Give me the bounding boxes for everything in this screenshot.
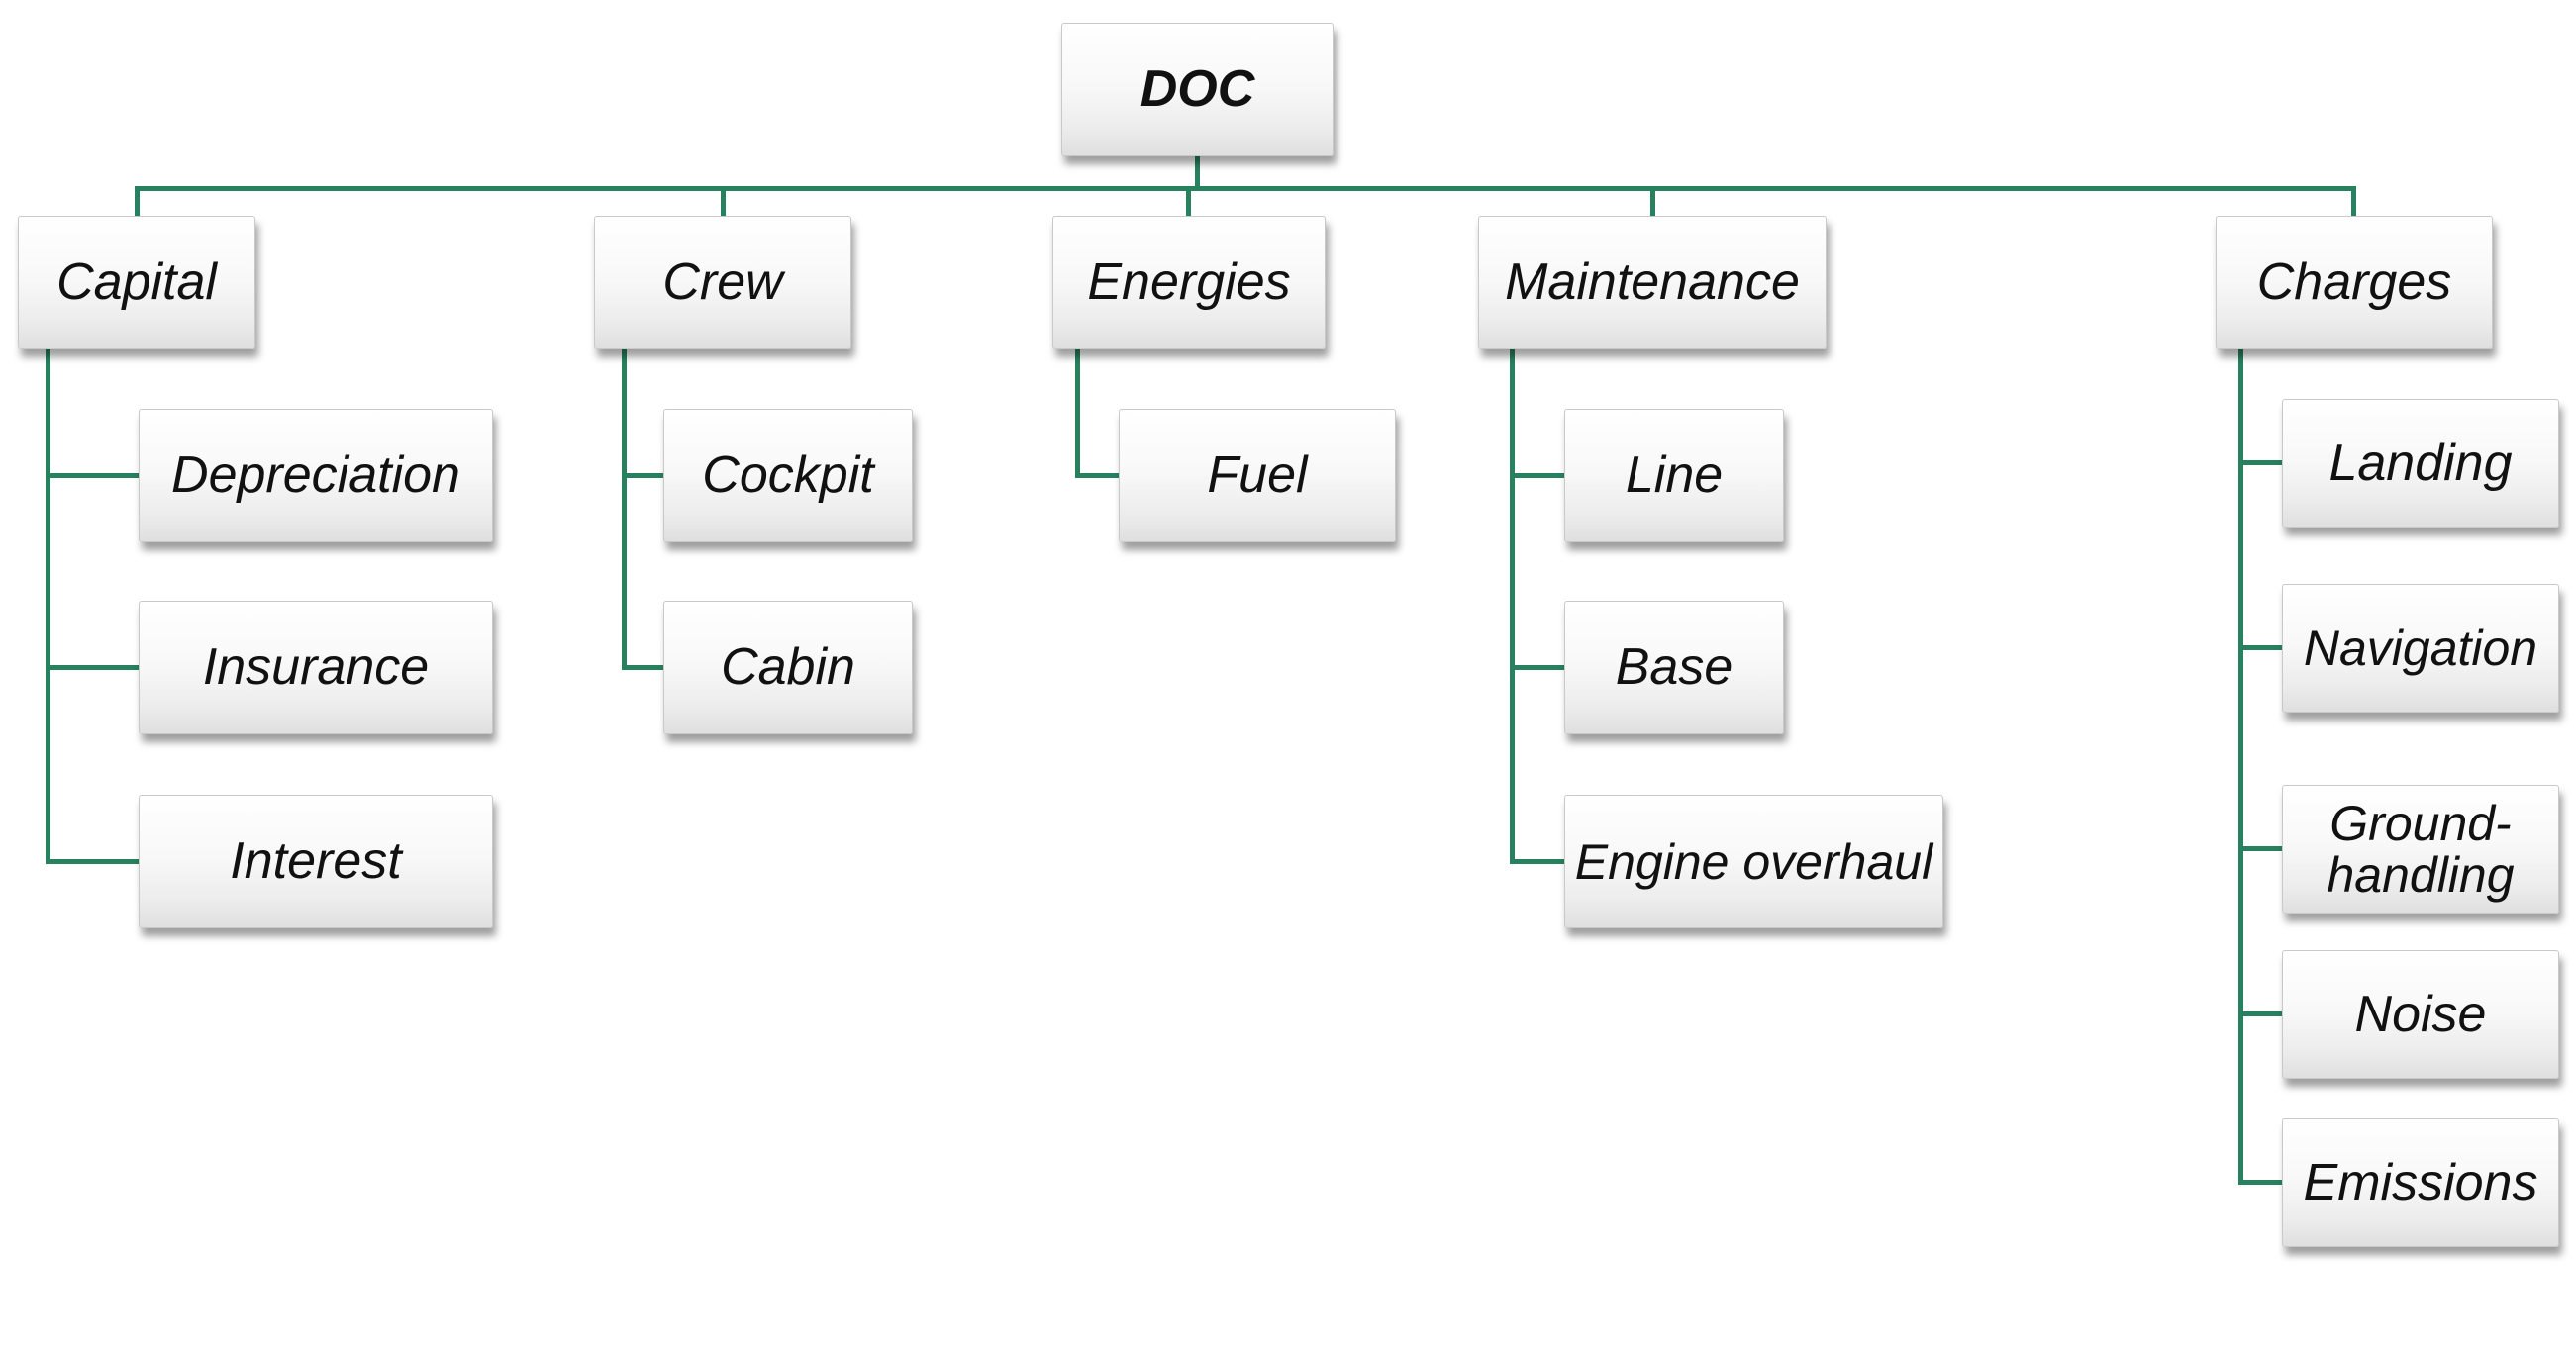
node-charges: Charges — [2216, 216, 2493, 349]
node-maintenance: Maintenance — [1478, 216, 1827, 349]
connector-elbow-cabin — [622, 665, 663, 670]
connector-crew-trunk — [622, 347, 627, 670]
node-navigation: Navigation — [2282, 584, 2559, 713]
connector-elbow-navigation — [2238, 645, 2282, 650]
node-crew: Crew — [594, 216, 851, 349]
node-capital: Capital — [18, 216, 255, 349]
node-insurance: Insurance — [139, 601, 493, 734]
node-fuel: Fuel — [1119, 409, 1396, 542]
node-depreciation: Depreciation — [139, 409, 493, 542]
connector-elbow-line — [1510, 473, 1564, 478]
connector-drop-maintenance — [1650, 188, 1655, 216]
connector-drop-crew — [721, 188, 726, 216]
node-cabin: Cabin — [663, 601, 913, 734]
node-line: Line — [1564, 409, 1784, 542]
connector-elbow-insurance — [46, 665, 139, 670]
connector-drop-charges — [2351, 188, 2356, 216]
connector-elbow-depreciation — [46, 473, 139, 478]
connector-elbow-emissions — [2238, 1180, 2282, 1185]
connector-drop-energies — [1186, 188, 1191, 216]
connector-elbow-cockpit — [622, 473, 663, 478]
connector-trunk — [135, 186, 2356, 191]
node-energies: Energies — [1052, 216, 1326, 349]
connector-charges-trunk — [2238, 347, 2243, 1185]
connector-root-stub — [1195, 156, 1200, 191]
connector-elbow-base — [1510, 665, 1564, 670]
connector-maintenance-trunk — [1510, 347, 1515, 864]
connector-capital-trunk — [46, 347, 50, 864]
node-emissions: Emissions — [2282, 1118, 2559, 1247]
node-doc: DOC — [1061, 23, 1334, 156]
connector-elbow-noise — [2238, 1011, 2282, 1016]
connector-drop-capital — [135, 188, 140, 216]
node-cockpit: Cockpit — [663, 409, 913, 542]
connector-elbow-ground-handling — [2238, 846, 2282, 851]
connector-elbow-landing — [2238, 460, 2282, 465]
node-noise: Noise — [2282, 950, 2559, 1079]
connector-elbow-fuel — [1075, 473, 1119, 478]
connector-energies-trunk — [1075, 347, 1080, 478]
node-landing: Landing — [2282, 399, 2559, 528]
node-base: Base — [1564, 601, 1784, 734]
connector-elbow-interest — [46, 859, 139, 864]
node-engine-overhaul: Engine overhaul — [1564, 795, 1943, 928]
node-ground-handling: Ground-handling — [2282, 785, 2559, 914]
connector-elbow-engine-overhaul — [1510, 859, 1564, 864]
node-interest: Interest — [139, 795, 493, 928]
